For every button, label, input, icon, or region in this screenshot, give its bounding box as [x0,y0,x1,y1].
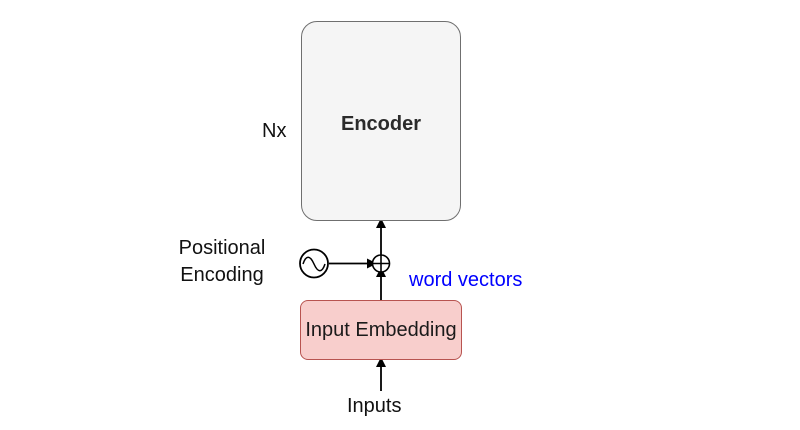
input-embedding-block: Input Embedding [300,300,462,360]
input-embedding-label: Input Embedding [305,318,457,341]
encoder-block: Encoder [301,21,461,221]
encoder-label: Encoder [340,113,422,135]
word-vectors-label: word vectors [409,269,523,291]
repeat-count-label: Nx [262,120,287,142]
inputs-label: Inputs [347,395,402,417]
positional-encoding-label: Positional Encoding [178,237,266,286]
sine-wave-icon [299,248,329,279]
circled-plus-icon [371,254,391,273]
